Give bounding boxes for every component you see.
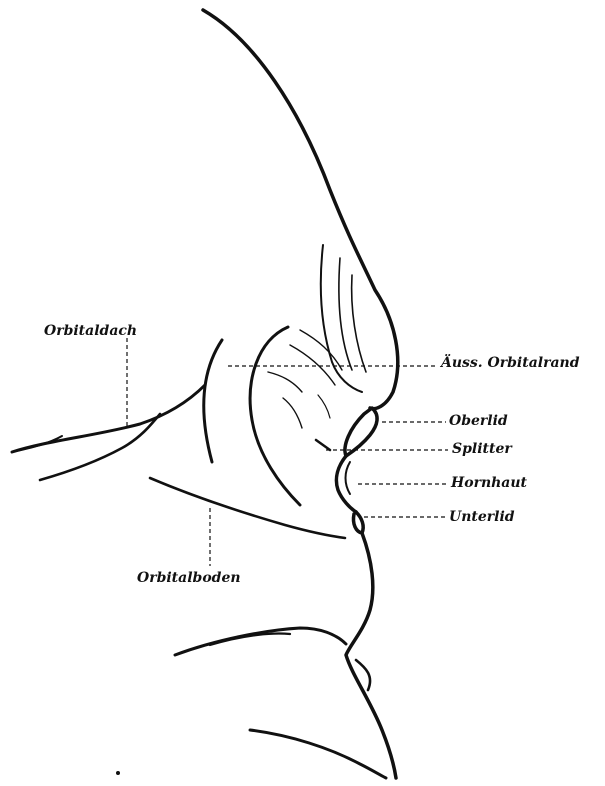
lower-eyelid — [353, 512, 363, 533]
orbital-floor-line — [150, 478, 345, 538]
ink-dot — [116, 771, 120, 775]
brow-tissue-stroke-8 — [318, 395, 330, 418]
label-hornhaut: Hornhaut — [451, 475, 527, 491]
brow-tissue-stroke-3 — [352, 275, 366, 372]
brow-tissue-stroke-6 — [268, 372, 302, 392]
label-auss-orbitalrand: Äuss. Orbitalrand — [441, 355, 580, 371]
label-oberlid: Oberlid — [449, 413, 508, 429]
forehead-outline — [203, 10, 398, 409]
brow-tissue-stroke-2 — [339, 258, 352, 370]
brow-tissue-stroke-7 — [283, 398, 302, 428]
label-unterlid: Unterlid — [449, 509, 515, 525]
orbital-rim-arc — [250, 327, 300, 505]
orbital-rim-inner-arc — [204, 340, 222, 462]
orbital-roof-line — [12, 385, 205, 452]
chin-stroke — [250, 730, 386, 778]
cheek-profile — [346, 533, 396, 778]
upper-eyelid — [345, 408, 377, 456]
brow-tissue-stroke-4 — [300, 330, 342, 370]
cornea-inner-curve — [346, 462, 351, 494]
label-orbitalboden: Orbitalboden — [137, 570, 241, 586]
label-orbitaldach: Orbitaldach — [44, 323, 137, 339]
label-splitter: Splitter — [452, 441, 512, 457]
splinter-mark — [316, 440, 330, 450]
jaw-stroke-1 — [175, 628, 346, 655]
